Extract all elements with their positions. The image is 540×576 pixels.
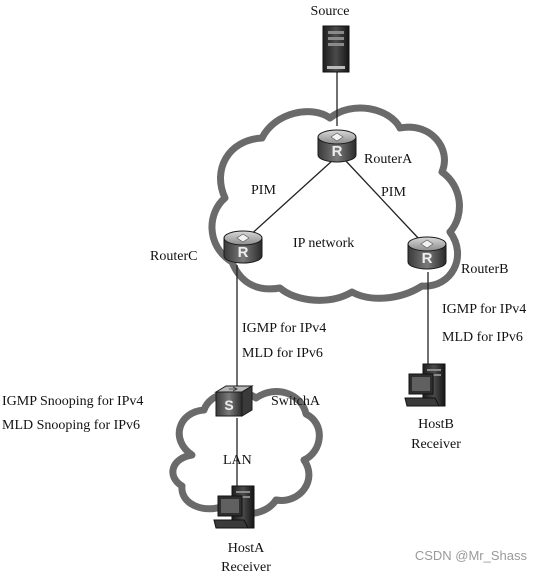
hostb-name-label: HostB xyxy=(418,417,454,432)
routera-glyph: R xyxy=(332,143,343,160)
routerb-icon: R xyxy=(407,236,447,270)
routerb-glyph: R xyxy=(422,250,433,267)
link-routera-routerc xyxy=(246,159,334,239)
routerb-mld-label: MLD for IPv6 xyxy=(442,330,523,345)
switcha-icon: S xyxy=(214,385,254,417)
link-routera-routerb xyxy=(344,159,421,241)
ip-network-cloud xyxy=(208,104,463,304)
mld-snooping-label: MLD Snooping for IPv6 xyxy=(2,418,140,433)
routera-label: RouterA xyxy=(364,152,413,167)
routerb-igmp-label: IGMP for IPv4 xyxy=(442,302,526,317)
pim-link-left-label: PIM xyxy=(251,183,276,198)
hostb-pc-icon xyxy=(404,363,446,407)
routerc-label: RouterC xyxy=(150,249,197,264)
source-label: Source xyxy=(311,4,350,19)
hosta-role-label: Receiver xyxy=(221,560,271,575)
routerb-label: RouterB xyxy=(461,262,508,277)
routerc-mld-label: MLD for IPv6 xyxy=(242,346,323,361)
lan-label: LAN xyxy=(223,453,252,468)
hosta-pc-icon xyxy=(213,485,255,529)
switcha-glyph: S xyxy=(224,397,233,413)
igmp-snooping-label: IGMP Snooping for IPv4 xyxy=(2,394,143,409)
routerc-igmp-label: IGMP for IPv4 xyxy=(242,321,326,336)
source-server-icon xyxy=(322,25,350,73)
routerc-icon: R xyxy=(223,230,263,264)
routerc-glyph: R xyxy=(238,244,249,261)
routera-icon: R xyxy=(317,129,357,163)
hosta-name-label: HostA xyxy=(228,541,265,556)
switcha-label: SwitchA xyxy=(271,394,321,409)
lan-cloud xyxy=(169,387,323,518)
ip-network-label: IP network xyxy=(293,236,354,251)
hostb-role-label: Receiver xyxy=(411,437,461,452)
watermark: CSDN @Mr_Shass xyxy=(415,548,528,563)
pim-link-right-label: PIM xyxy=(381,185,406,200)
